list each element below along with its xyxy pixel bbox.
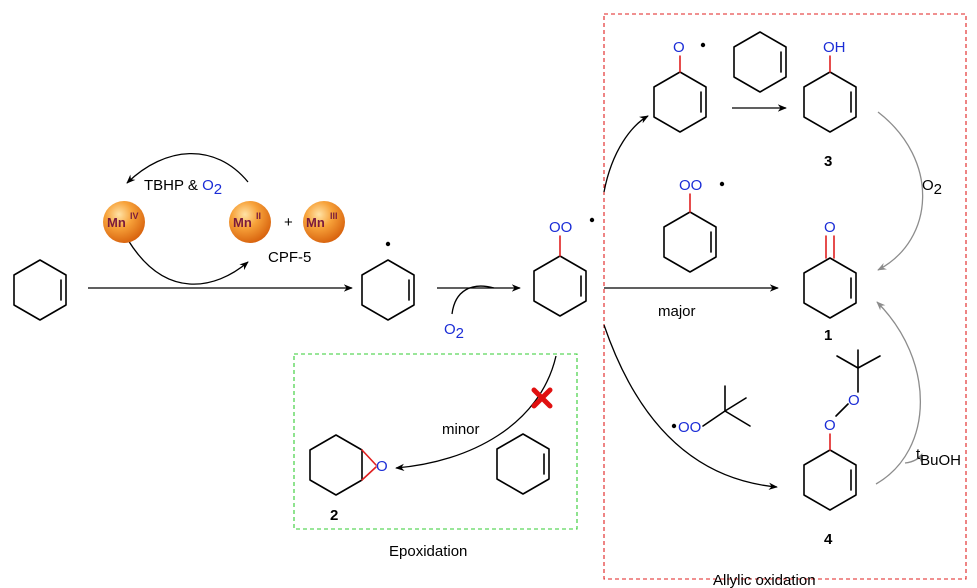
major-label: major	[658, 303, 696, 320]
alkoxyl-o-label: O	[673, 39, 685, 56]
o2-label: O2	[444, 321, 464, 342]
svg-text:Mn: Mn	[107, 215, 126, 230]
blocked-cross-icon	[531, 387, 553, 409]
o2-right-label: O2	[922, 177, 942, 198]
compound-1-number: 1	[824, 327, 832, 344]
cycle-arrow-bottom	[127, 239, 249, 285]
cyclohexenol: OH 3	[803, 39, 857, 170]
allyl-radical	[361, 241, 415, 321]
cyclohexene-h-donor	[733, 31, 787, 93]
svg-text:II: II	[256, 211, 261, 221]
svg-text:IV: IV	[130, 211, 139, 221]
o2-uptake-curve	[451, 285, 495, 315]
minor-label: minor	[442, 421, 480, 438]
svg-text:III: III	[330, 211, 338, 221]
tbuoo-radical: OO	[671, 385, 751, 436]
mn-ii-sphere: Mn II	[229, 201, 271, 243]
carbonyl-o-label: O	[824, 219, 836, 236]
peroxide-o-upper-label: O	[848, 392, 860, 409]
cyclohexene-epoxidation	[496, 433, 550, 495]
alkoxyl-radical: O	[653, 39, 707, 133]
compound-3-number: 3	[824, 153, 832, 170]
allylic-oxidation-box	[603, 13, 967, 580]
svg-text:Mn: Mn	[306, 215, 325, 230]
allylic-oxidation-caption: Allylic oxidation	[713, 572, 816, 588]
compound-2-number: 2	[330, 507, 338, 524]
compound-4-number: 4	[824, 531, 833, 548]
cyclohexene-oxide: O 2	[309, 434, 388, 524]
plus-sign: +	[284, 214, 293, 231]
epoxidation-box	[293, 353, 578, 530]
tbuoh-release-curve	[904, 453, 923, 464]
arrow-alcohol-to-ketone	[877, 111, 924, 271]
svg-text:Mn: Mn	[233, 215, 252, 230]
arrow-to-alkoxyl	[603, 115, 649, 193]
arrow-minor	[395, 355, 557, 471]
cycle-arrow-top	[126, 153, 249, 184]
peroxyl-oo-label: OO	[549, 219, 572, 236]
tbuoh-label: tBuOH	[916, 446, 961, 469]
arrow-peroxide-to-ketone	[875, 301, 922, 485]
tbuoo-oo-label: OO	[678, 419, 701, 436]
reagent-label: TBHP & O2	[144, 177, 222, 198]
peroxyl-mid-oo-label: OO	[679, 177, 702, 194]
cyclohexene-start	[13, 259, 67, 321]
peroxide-product: O O 4	[803, 349, 881, 548]
cpf-5-label: CPF-5	[268, 249, 311, 266]
peroxyl-radical-mid: OO	[663, 177, 725, 273]
hydroxyl-label: OH	[823, 39, 846, 56]
peroxide-o-lower-label: O	[824, 417, 836, 434]
epoxide-o-label: O	[376, 458, 388, 475]
arrow-to-peroxide	[603, 324, 778, 490]
mn-iii-sphere: Mn III	[303, 201, 345, 243]
cyclohexenone: O 1	[803, 219, 857, 344]
epoxidation-caption: Epoxidation	[389, 543, 467, 560]
peroxyl-radical: OO	[533, 217, 595, 317]
mn-iv-sphere: Mn IV	[103, 201, 145, 243]
